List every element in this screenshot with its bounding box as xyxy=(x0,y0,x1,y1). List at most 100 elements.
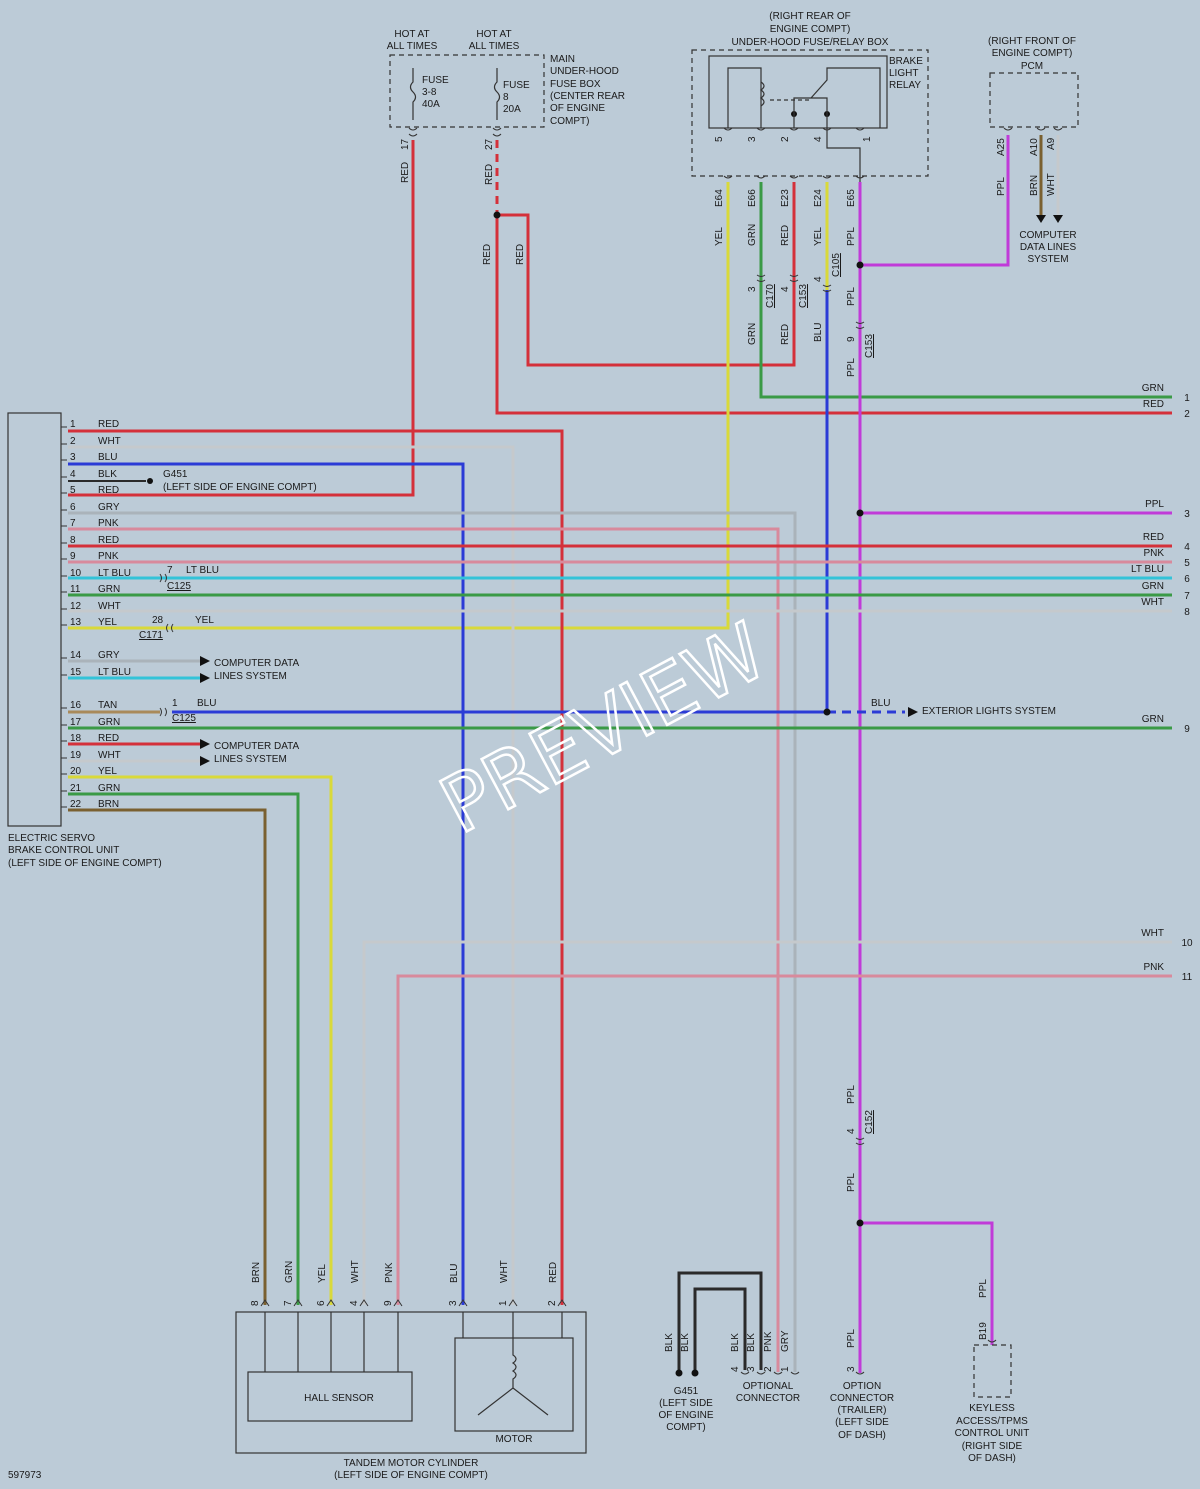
right-wire-color-5: PNK xyxy=(1143,548,1164,559)
pin-number-1: 1 xyxy=(70,419,76,430)
hot2-l1: HOT AT xyxy=(476,29,511,40)
c153b-name: C153 xyxy=(864,334,875,358)
right-wire-color-9: GRN xyxy=(1142,714,1164,725)
fusebox-l3: FUSE BOX xyxy=(550,79,601,90)
fuse2-l2: 8 xyxy=(503,92,509,103)
cdl-top-l3: SYSTEM xyxy=(1027,254,1068,265)
pin-number-16: 16 xyxy=(70,700,82,711)
right-wire-number-6: 6 xyxy=(1184,574,1190,585)
tandem-pin-8: 2 xyxy=(547,1300,558,1306)
wire-pin6-gry xyxy=(68,511,797,1372)
relay-cav-e65: E65 xyxy=(846,189,857,207)
doc-id: 597973 xyxy=(8,1470,42,1481)
tandem-pin-6: 3 xyxy=(448,1300,459,1306)
trailer-l4: (LEFT SIDE xyxy=(835,1417,889,1428)
pin-number-4: 4 xyxy=(70,469,76,480)
pin-color-4: BLK xyxy=(98,469,117,480)
blu-ext-label: BLU xyxy=(871,698,890,709)
fuse2-l1: FUSE xyxy=(503,80,530,91)
right-wire-number-4: 4 xyxy=(1184,542,1190,553)
tandem-pin-2: 7 xyxy=(283,1300,294,1306)
c125b-wire: BLU xyxy=(197,698,216,709)
pin-color-20: YEL xyxy=(98,766,117,777)
c125a-name: C125 xyxy=(167,581,191,592)
wire-pin22-brn xyxy=(68,808,267,1305)
fuse1-l1: FUSE xyxy=(422,75,449,86)
motor-box xyxy=(454,1337,574,1432)
trailer-l3: (TRAILER) xyxy=(838,1405,887,1416)
right-wire-color-6: LT BLU xyxy=(1131,564,1164,575)
fusebox-l6: COMPT) xyxy=(550,116,589,127)
trailer-l5: OF DASH) xyxy=(838,1430,886,1441)
tandem-pin-4: 4 xyxy=(349,1300,360,1306)
pin-color-17: GRN xyxy=(98,717,120,728)
trailer-l2: CONNECTOR xyxy=(830,1393,894,1404)
bottom-wire-1: BLK xyxy=(664,1333,675,1352)
fuse1-l3: 40A xyxy=(422,99,440,110)
below-conn-ppl: PPL xyxy=(846,287,857,306)
wire-pin21-grn xyxy=(68,792,300,1305)
relay-cav-e66: E66 xyxy=(747,189,758,207)
c105-name: C105 xyxy=(831,253,842,277)
pin-color-9: PNK xyxy=(98,551,119,562)
wire-pin7-pnk xyxy=(68,527,780,1372)
relay-pin-4: 4 xyxy=(813,136,824,142)
hot1-l1: HOT AT xyxy=(394,29,429,40)
cdl2-l2: LINES SYSTEM xyxy=(214,754,287,765)
pin-number-15: 15 xyxy=(70,667,82,678)
tandem-wire-6: BLU xyxy=(449,1264,460,1283)
fusebox-l1: MAIN xyxy=(550,54,575,65)
ppl-mid: PPL xyxy=(846,358,857,377)
ext-lights-label: EXTERIOR LIGHTS SYSTEM xyxy=(922,706,1056,717)
wire-blk-loop-outer xyxy=(677,1271,763,1370)
g451-top-l1: G451 xyxy=(163,469,188,480)
c152-pin: 4 xyxy=(846,1128,857,1134)
pcm-wire-brn: BRN xyxy=(1029,175,1040,196)
right-wire-number-9: 9 xyxy=(1184,724,1190,735)
right-wire-number-2: 2 xyxy=(1184,409,1190,420)
c170-pin: 3 xyxy=(747,286,758,292)
c153a-name: C153 xyxy=(798,284,809,308)
pin-number-18: 18 xyxy=(70,733,82,744)
hot2-l2: ALL TIMES xyxy=(469,41,520,52)
pcm-cav-a10: A10 xyxy=(1029,138,1040,156)
hot1-l2: ALL TIMES xyxy=(387,41,438,52)
pin-color-1: RED xyxy=(98,419,119,430)
fuse-wire-red-2: RED xyxy=(484,164,495,185)
pin-number-10: 10 xyxy=(70,568,82,579)
right-wire-color-11: PNK xyxy=(1143,962,1164,973)
pin-color-14: GRY xyxy=(98,650,120,661)
c170-name: C170 xyxy=(765,284,776,308)
bottom-wire-6: GRY xyxy=(780,1330,791,1352)
tandem-l1: TANDEM MOTOR CYLINDER xyxy=(344,1458,479,1469)
pcm-cav-a25: A25 xyxy=(996,138,1007,156)
fusebox-l4: (CENTER REAR xyxy=(550,91,625,102)
right-wire-number-11: 11 xyxy=(1182,972,1193,983)
pin-number-17: 17 xyxy=(70,717,82,728)
below-conn-blu: BLU xyxy=(813,323,824,342)
opt-pin-4: 4 xyxy=(730,1366,741,1372)
pin-number-3: 3 xyxy=(70,452,76,463)
pin-number-2: 2 xyxy=(70,436,76,447)
cdl1-l1: COMPUTER DATA xyxy=(214,658,300,669)
relaybox-dashed xyxy=(691,49,929,177)
relay-wire-grn: GRN xyxy=(747,224,758,246)
keyless-dashed xyxy=(973,1344,1012,1398)
pin-number-12: 12 xyxy=(70,601,82,612)
relaybox-l2: ENGINE COMPT) xyxy=(770,24,851,35)
pin-color-18: RED xyxy=(98,733,119,744)
pin-color-8: RED xyxy=(98,535,119,546)
c125b-name: C125 xyxy=(172,713,196,724)
pin-number-11: 11 xyxy=(70,584,81,595)
pcm-wire-ppl: PPL xyxy=(996,177,1007,196)
relay-wire-yel: YEL xyxy=(714,227,725,246)
c153a-pin: 4 xyxy=(780,286,791,292)
relaybox-l3: UNDER-HOOD FUSE/RELAY BOX xyxy=(732,37,889,48)
c152-name: C152 xyxy=(864,1110,875,1134)
c153b-pin: 9 xyxy=(846,336,857,342)
ppl-low2: PPL xyxy=(846,1173,857,1192)
